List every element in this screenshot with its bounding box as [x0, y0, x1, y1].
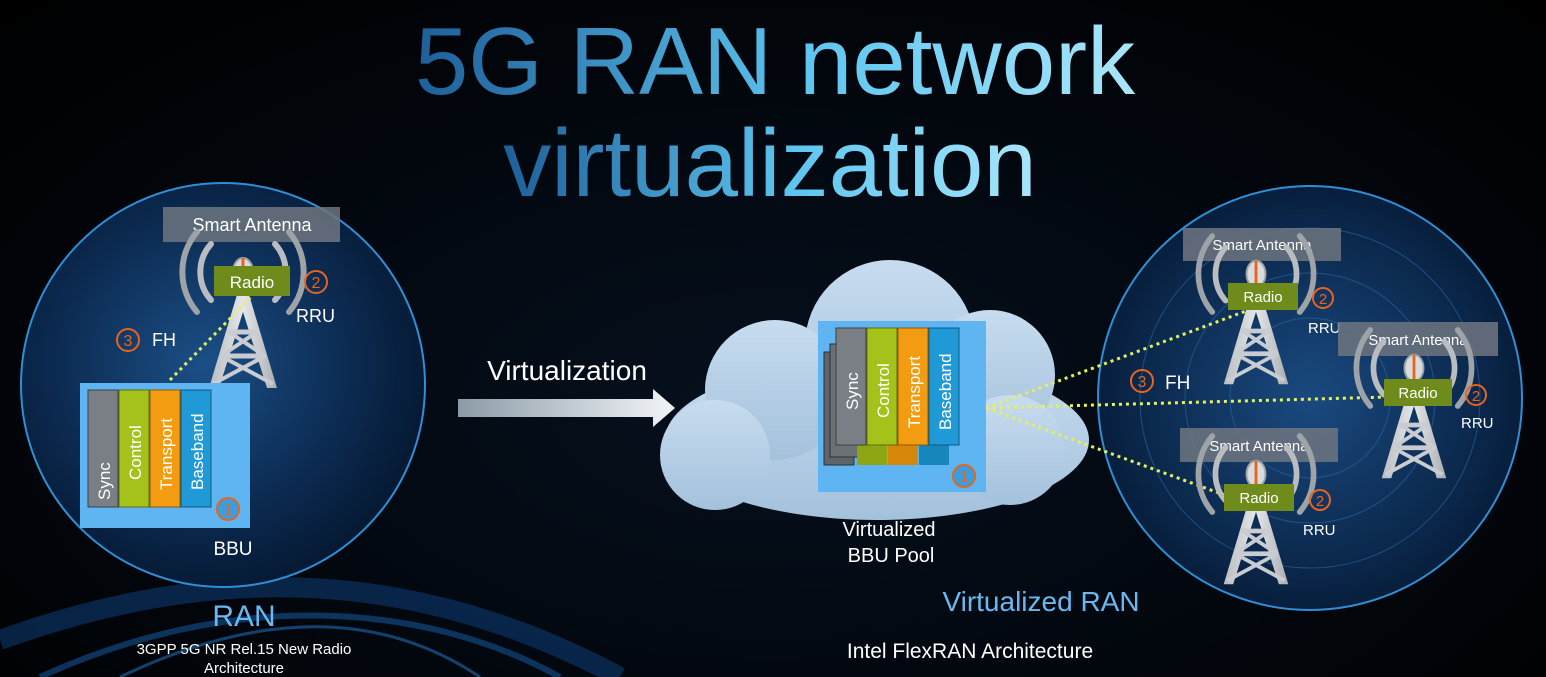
vran-radio-2-label: Radio — [1398, 385, 1437, 402]
vran-rru-1-label: RRU — [1308, 320, 1341, 337]
title-line-1: 5G RAN network — [415, 8, 1136, 115]
stack-control-label: Control — [126, 425, 145, 480]
ran-subcaption-1: 3GPP 5G NR Rel.15 New Radio — [137, 641, 352, 658]
stack-baseband-label: Baseband — [188, 413, 207, 490]
vran-radio-3-label: Radio — [1239, 490, 1278, 507]
stack-transport — [149, 389, 181, 508]
vran-badge-rru-2: 2 — [1472, 388, 1480, 405]
radio-label: Radio — [230, 273, 274, 292]
ran-subcaption-2: Architecture — [204, 660, 284, 677]
pool-stack-sync-label: Sync — [843, 372, 862, 410]
badge-fh-number: 3 — [124, 333, 133, 350]
vran-antenna-1: Smart Antenna Radio 2 RRU — [1183, 228, 1341, 384]
badge-pool — [952, 464, 976, 488]
vran-radio-1-label: Radio — [1243, 289, 1282, 306]
virtualization-arrow — [458, 389, 675, 427]
badge-bbu-number: 1 — [224, 502, 233, 519]
title-line-2: virtualization — [503, 110, 1037, 217]
footer-caption: Intel FlexRAN Architecture — [847, 640, 1093, 663]
bbu-pool-line-2: BBU Pool — [848, 545, 935, 567]
vran-badge-fh-number: 3 — [1138, 374, 1147, 391]
vran-antenna-3-label: Smart Antenna — [1209, 438, 1309, 455]
bbu-pool-line-1: Virtualized — [842, 519, 935, 541]
vran-rru-3-label: RRU — [1303, 522, 1336, 539]
vran-badge-rru-1: 2 — [1319, 291, 1327, 308]
pool-stack-control — [866, 327, 898, 446]
stack-sync — [87, 389, 119, 508]
pool-stack-transport — [897, 327, 929, 446]
vran-antenna-2: Smart Antenna Radio 2 RRU — [1338, 322, 1498, 478]
pool-stack-baseband — [928, 327, 960, 446]
ran-caption: RAN — [212, 600, 275, 633]
vran-badge-rru-3: 2 — [1316, 493, 1324, 510]
fh-label: FH — [152, 330, 176, 350]
stack-control — [118, 389, 150, 508]
badge-fh — [116, 328, 140, 352]
fh-link — [168, 294, 254, 382]
badge-rru — [304, 270, 328, 294]
rru-label: RRU — [296, 306, 335, 326]
vran-antenna-3: Smart Antenna Radio 2 RRU — [1180, 428, 1338, 584]
vran-fh-links — [985, 306, 1389, 499]
vran-antenna-2-label: Smart Antenna — [1368, 332, 1468, 349]
radio-box — [214, 266, 290, 296]
pool-stack-sync — [835, 327, 867, 446]
badge-rru-number: 2 — [312, 275, 321, 292]
vran-badge-fh — [1130, 369, 1154, 393]
pool-stack-transport-label: Transport — [905, 356, 924, 428]
pool-stack-baseband-label: Baseband — [936, 353, 955, 430]
background-streaks — [0, 577, 625, 677]
stack-baseband — [180, 389, 212, 508]
vran-fh-label: FH — [1165, 373, 1190, 394]
pool-stack-control-label: Control — [874, 363, 893, 418]
stack-sync-label: Sync — [95, 462, 114, 500]
vran-rru-2-label: RRU — [1461, 415, 1494, 432]
stack-transport-label: Transport — [157, 418, 176, 490]
vran-caption: Virtualized RAN — [942, 586, 1139, 617]
smart-antenna-label: Smart Antenna — [192, 215, 312, 235]
badge-bbu — [216, 497, 240, 521]
bbu-label: BBU — [213, 539, 252, 560]
badge-pool-number: 1 — [960, 469, 969, 486]
virtualization-label: Virtualization — [487, 355, 647, 386]
